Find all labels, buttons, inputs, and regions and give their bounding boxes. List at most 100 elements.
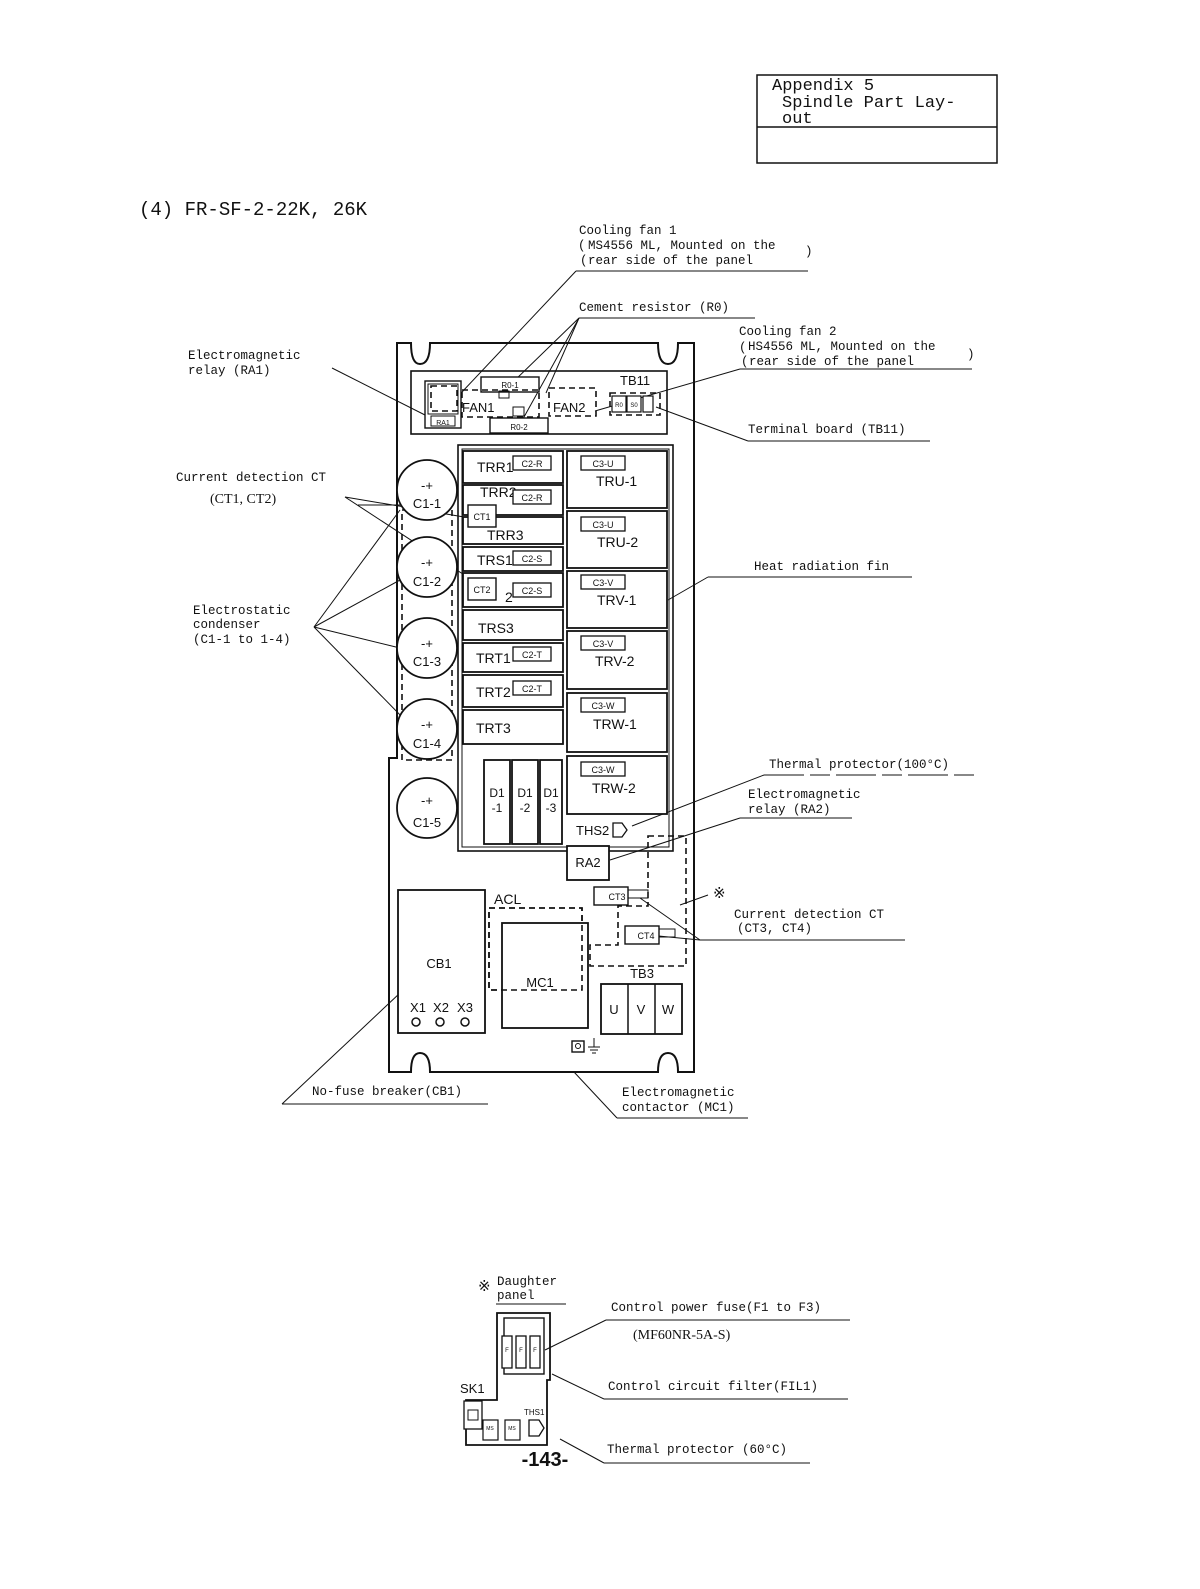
svg-text:Electromagnetic: Electromagnetic <box>188 349 301 363</box>
svg-text:TRS1: TRS1 <box>477 552 513 568</box>
svg-text:D1: D1 <box>543 786 559 800</box>
transistor-trt2: TRT2 C2-T <box>462 674 564 708</box>
svg-text:THS2: THS2 <box>576 823 609 838</box>
svg-text:relay (RA1): relay (RA1) <box>188 364 271 378</box>
header-line2: Spindle Part Lay- <box>782 94 955 113</box>
svg-text:): ) <box>805 245 813 259</box>
svg-text:R0: R0 <box>615 403 623 409</box>
svg-text:(: ( <box>578 239 586 253</box>
header-line3: out <box>782 110 813 129</box>
daughter-panel: F F F SK1 THS1 MS MS <box>460 1312 551 1446</box>
callout-no-fuse-breaker: No-fuse breaker(CB1) <box>281 992 488 1105</box>
capacitor-c1-1: -+ C1-1 <box>396 459 458 521</box>
svg-text:(CT3, CT4): (CT3, CT4) <box>737 922 812 936</box>
transistor-trt1: TRT1 C2-T <box>462 642 564 673</box>
svg-text:rear side of the panel: rear side of the panel <box>749 355 914 369</box>
svg-text:D1: D1 <box>489 786 505 800</box>
relay-ra2: RA2 <box>566 845 610 881</box>
transistor-trr1: TRR1 C2-R <box>462 450 564 484</box>
svg-text:C1-4: C1-4 <box>413 736 441 751</box>
svg-text:TRU-1: TRU-1 <box>596 473 637 489</box>
svg-text:CT1: CT1 <box>473 512 490 522</box>
page-number: -143- <box>522 1449 569 1471</box>
svg-text:F: F <box>505 1348 509 1354</box>
svg-text:contactor (MC1): contactor (MC1) <box>622 1101 735 1115</box>
svg-text:Control circuit filter(FIL1): Control circuit filter(FIL1) <box>608 1380 818 1394</box>
resistor-r0-2 <box>489 417 549 434</box>
svg-text:2: 2 <box>505 589 513 605</box>
svg-text:C3-W: C3-W <box>592 765 616 775</box>
svg-text:Cooling fan 2: Cooling fan 2 <box>739 325 837 339</box>
current-ct3: CT3 <box>593 886 649 906</box>
svg-text:X1: X1 <box>410 1000 426 1015</box>
callout-relay-ra2: Electromagnetic relay (RA2) <box>609 788 861 861</box>
svg-text:panel: panel <box>497 1289 535 1303</box>
svg-text:RA1: RA1 <box>436 420 450 427</box>
svg-text:MS: MS <box>486 1426 494 1432</box>
svg-text:-+: -+ <box>421 793 433 808</box>
callout-cooling-fan-1: Cooling fan 1 ( MS4556 ML, Mounted on th… <box>461 224 813 393</box>
svg-text:C2-T: C2-T <box>522 650 543 660</box>
svg-text:ACL: ACL <box>494 891 521 907</box>
spindle-panel: RA1 R0-1 R0-2 FAN1 FAN2 TB11 R0 S0 TRR1 … <box>388 342 695 1073</box>
svg-text:-+: -+ <box>421 636 433 651</box>
svg-text:TRR2: TRR2 <box>480 484 517 500</box>
transistor-trv1: C3-V TRV-1 <box>566 570 668 629</box>
svg-text:No-fuse breaker(CB1): No-fuse breaker(CB1) <box>312 1085 462 1099</box>
callout-thermal-100: Thermal protector(100°C) <box>631 758 975 827</box>
svg-text:Terminal board (TB11): Terminal board (TB11) <box>748 423 906 437</box>
transistor-tru1: C3-U TRU-1 <box>566 450 668 509</box>
svg-text:CT4: CT4 <box>637 931 654 941</box>
transistor-trv2: C3-V TRV-2 <box>566 630 668 690</box>
svg-text:C3-U: C3-U <box>592 459 613 469</box>
svg-text:TRU-2: TRU-2 <box>597 534 638 550</box>
svg-text:X2: X2 <box>433 1000 449 1015</box>
svg-text:Electromagnetic: Electromagnetic <box>622 1086 735 1100</box>
svg-text:C3-W: C3-W <box>592 701 616 711</box>
svg-text:THS1: THS1 <box>524 1408 545 1417</box>
transistor-trw1: C3-W TRW-1 <box>566 692 668 753</box>
svg-text:(C1-1 to 1-4): (C1-1 to 1-4) <box>193 633 291 647</box>
svg-text:V: V <box>637 1002 646 1017</box>
svg-text:Control power fuse(F1 to F3): Control power fuse(F1 to F3) <box>611 1301 821 1315</box>
svg-text:(CT1, CT2): (CT1, CT2) <box>210 492 276 507</box>
svg-text:Electromagnetic: Electromagnetic <box>748 788 861 802</box>
resistor-r0-1 <box>480 376 540 393</box>
svg-text:C3-U: C3-U <box>592 520 613 530</box>
current-ct1: CT1 <box>467 504 497 528</box>
svg-text:rear side of the panel: rear side of the panel <box>588 254 753 268</box>
callout-electrostatic-condenser: Electrostatic condenser (C1-1 to 1-4) <box>193 509 406 721</box>
svg-text:Electrostatic: Electrostatic <box>193 604 291 618</box>
diode-d1-1: D1 -1 <box>483 759 511 845</box>
svg-text:TRV-2: TRV-2 <box>595 653 635 669</box>
callout-current-ct34: ※ Current detection CT (CT3, CT4) <box>639 885 905 941</box>
svg-text:C2-S: C2-S <box>522 554 543 564</box>
callout-cooling-fan-2: Cooling fan 2 ( HS4556 ML, Mounted on th… <box>594 325 975 412</box>
capacitor-c1-2: -+ C1-2 <box>396 536 458 598</box>
svg-text:C1-3: C1-3 <box>413 654 441 669</box>
svg-text:X3: X3 <box>457 1000 473 1015</box>
capacitor-c1-4: -+ C1-4 <box>396 698 458 760</box>
svg-text:-3: -3 <box>546 801 557 815</box>
daughter-panel-section: ※ Daughter panel Control power fuse(F1 t… <box>460 1275 850 1464</box>
transistor-trs3: TRS3 <box>462 609 564 641</box>
svg-text:TRR1: TRR1 <box>477 459 514 475</box>
svg-text:CB1: CB1 <box>426 956 451 971</box>
svg-text:SK1: SK1 <box>460 1381 485 1396</box>
svg-text:C2-T: C2-T <box>522 684 543 694</box>
contactor-mc1: MC1 <box>488 907 589 1029</box>
callout-current-ct12: Current detection CT (CT1, CT2) <box>176 471 473 581</box>
svg-text:F: F <box>519 1348 523 1354</box>
svg-text:TB3: TB3 <box>630 966 654 981</box>
svg-text:S0: S0 <box>630 403 638 409</box>
cooling-fan-1 <box>461 389 540 418</box>
breaker-cb1: CB1 X1 X2 X3 <box>397 889 486 1034</box>
callout-contactor-mc1: Electromagnetic contactor (MC1) <box>573 1071 748 1119</box>
svg-text:C1-1: C1-1 <box>413 496 441 511</box>
ground-icon <box>571 1038 600 1054</box>
svg-text:HS4556 ML, Mounted on the: HS4556 ML, Mounted on the <box>748 340 936 354</box>
svg-text:C2-R: C2-R <box>521 493 543 503</box>
capacitor-c1-3: -+ C1-3 <box>396 617 458 679</box>
